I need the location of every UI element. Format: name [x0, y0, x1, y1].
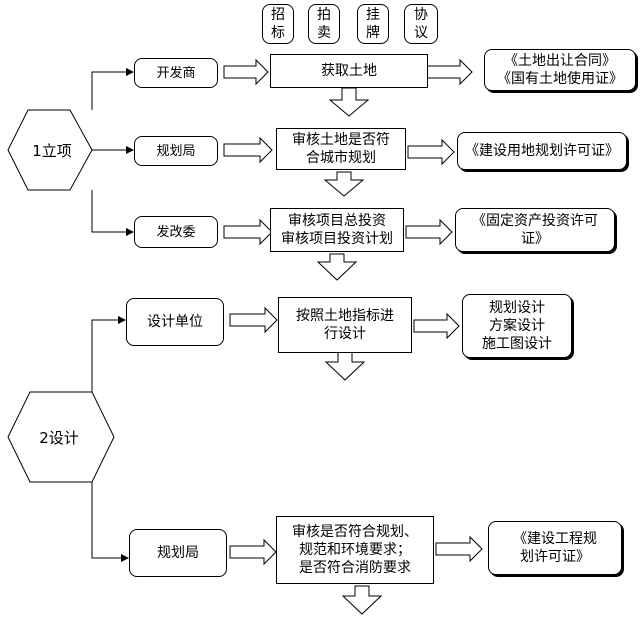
arrow-r5-a [229, 538, 277, 566]
task-check-regulations: 审核是否符合规划、 规范和环境要求； 是否符合消防要求 [276, 516, 434, 584]
agency-developer: 开发商 [134, 58, 218, 88]
arrow-down-1 [328, 87, 370, 117]
stage1-branch-bot [91, 190, 134, 236]
agency-design-unit: 设计单位 [126, 298, 224, 346]
arrow-r4-a [229, 306, 278, 334]
result-land-contract: 《土地出让合同》 《国有土地使用证》 [484, 49, 636, 91]
arrow-r2-b [407, 138, 455, 166]
arrow-r3-a [223, 218, 273, 246]
stage2-branch-bot [91, 482, 129, 562]
task-design-by-indicators: 按照土地指标进 行设计 [278, 297, 412, 353]
method-box-4: 协 议 [404, 4, 438, 44]
arrow-r1-a [223, 58, 269, 86]
agency-planning-bureau: 规划局 [134, 136, 218, 166]
task-check-city-plan: 审核土地是否符 合城市规划 [276, 128, 406, 170]
result-investment-permit: 《固定资产投资许可 证》 [455, 208, 615, 252]
result-design-stages: 规划设计 方案设计 施工图设计 [462, 294, 572, 358]
result-land-planning-permit: 《建设用地规划许可证》 [457, 132, 627, 170]
arrow-r1-b [426, 58, 473, 86]
task-acquire-land: 获取土地 [270, 54, 428, 88]
arrow-down-4 [324, 351, 366, 381]
stage1-label: 1立项 [32, 142, 72, 160]
task-check-investment: 审核项目总投资 审核项目投资计划 [270, 208, 404, 252]
agency-ndrc: 发改委 [134, 216, 218, 248]
arrow-r3-b [405, 218, 453, 246]
arrow-down-5 [341, 585, 383, 615]
arrow-down-2 [323, 171, 365, 197]
stage1-branch-top [91, 68, 134, 110]
stage2-branch-top [91, 316, 126, 392]
agency-planning-bureau-2: 规划局 [129, 529, 227, 577]
method-box-3: 挂 牌 [357, 4, 389, 44]
arrow-r5-b [435, 535, 483, 563]
arrow-r4-b [413, 312, 460, 340]
stage2-label: 2设计 [39, 429, 79, 447]
method-box-1: 招 标 [262, 4, 294, 44]
arrow-r2-a [223, 136, 273, 164]
result-construction-permit: 《建设工程规 划许可证》 [488, 521, 622, 575]
method-box-2: 拍 卖 [308, 4, 340, 44]
arrow-down-3 [316, 253, 358, 281]
stage1-hexagon [7, 109, 93, 191]
